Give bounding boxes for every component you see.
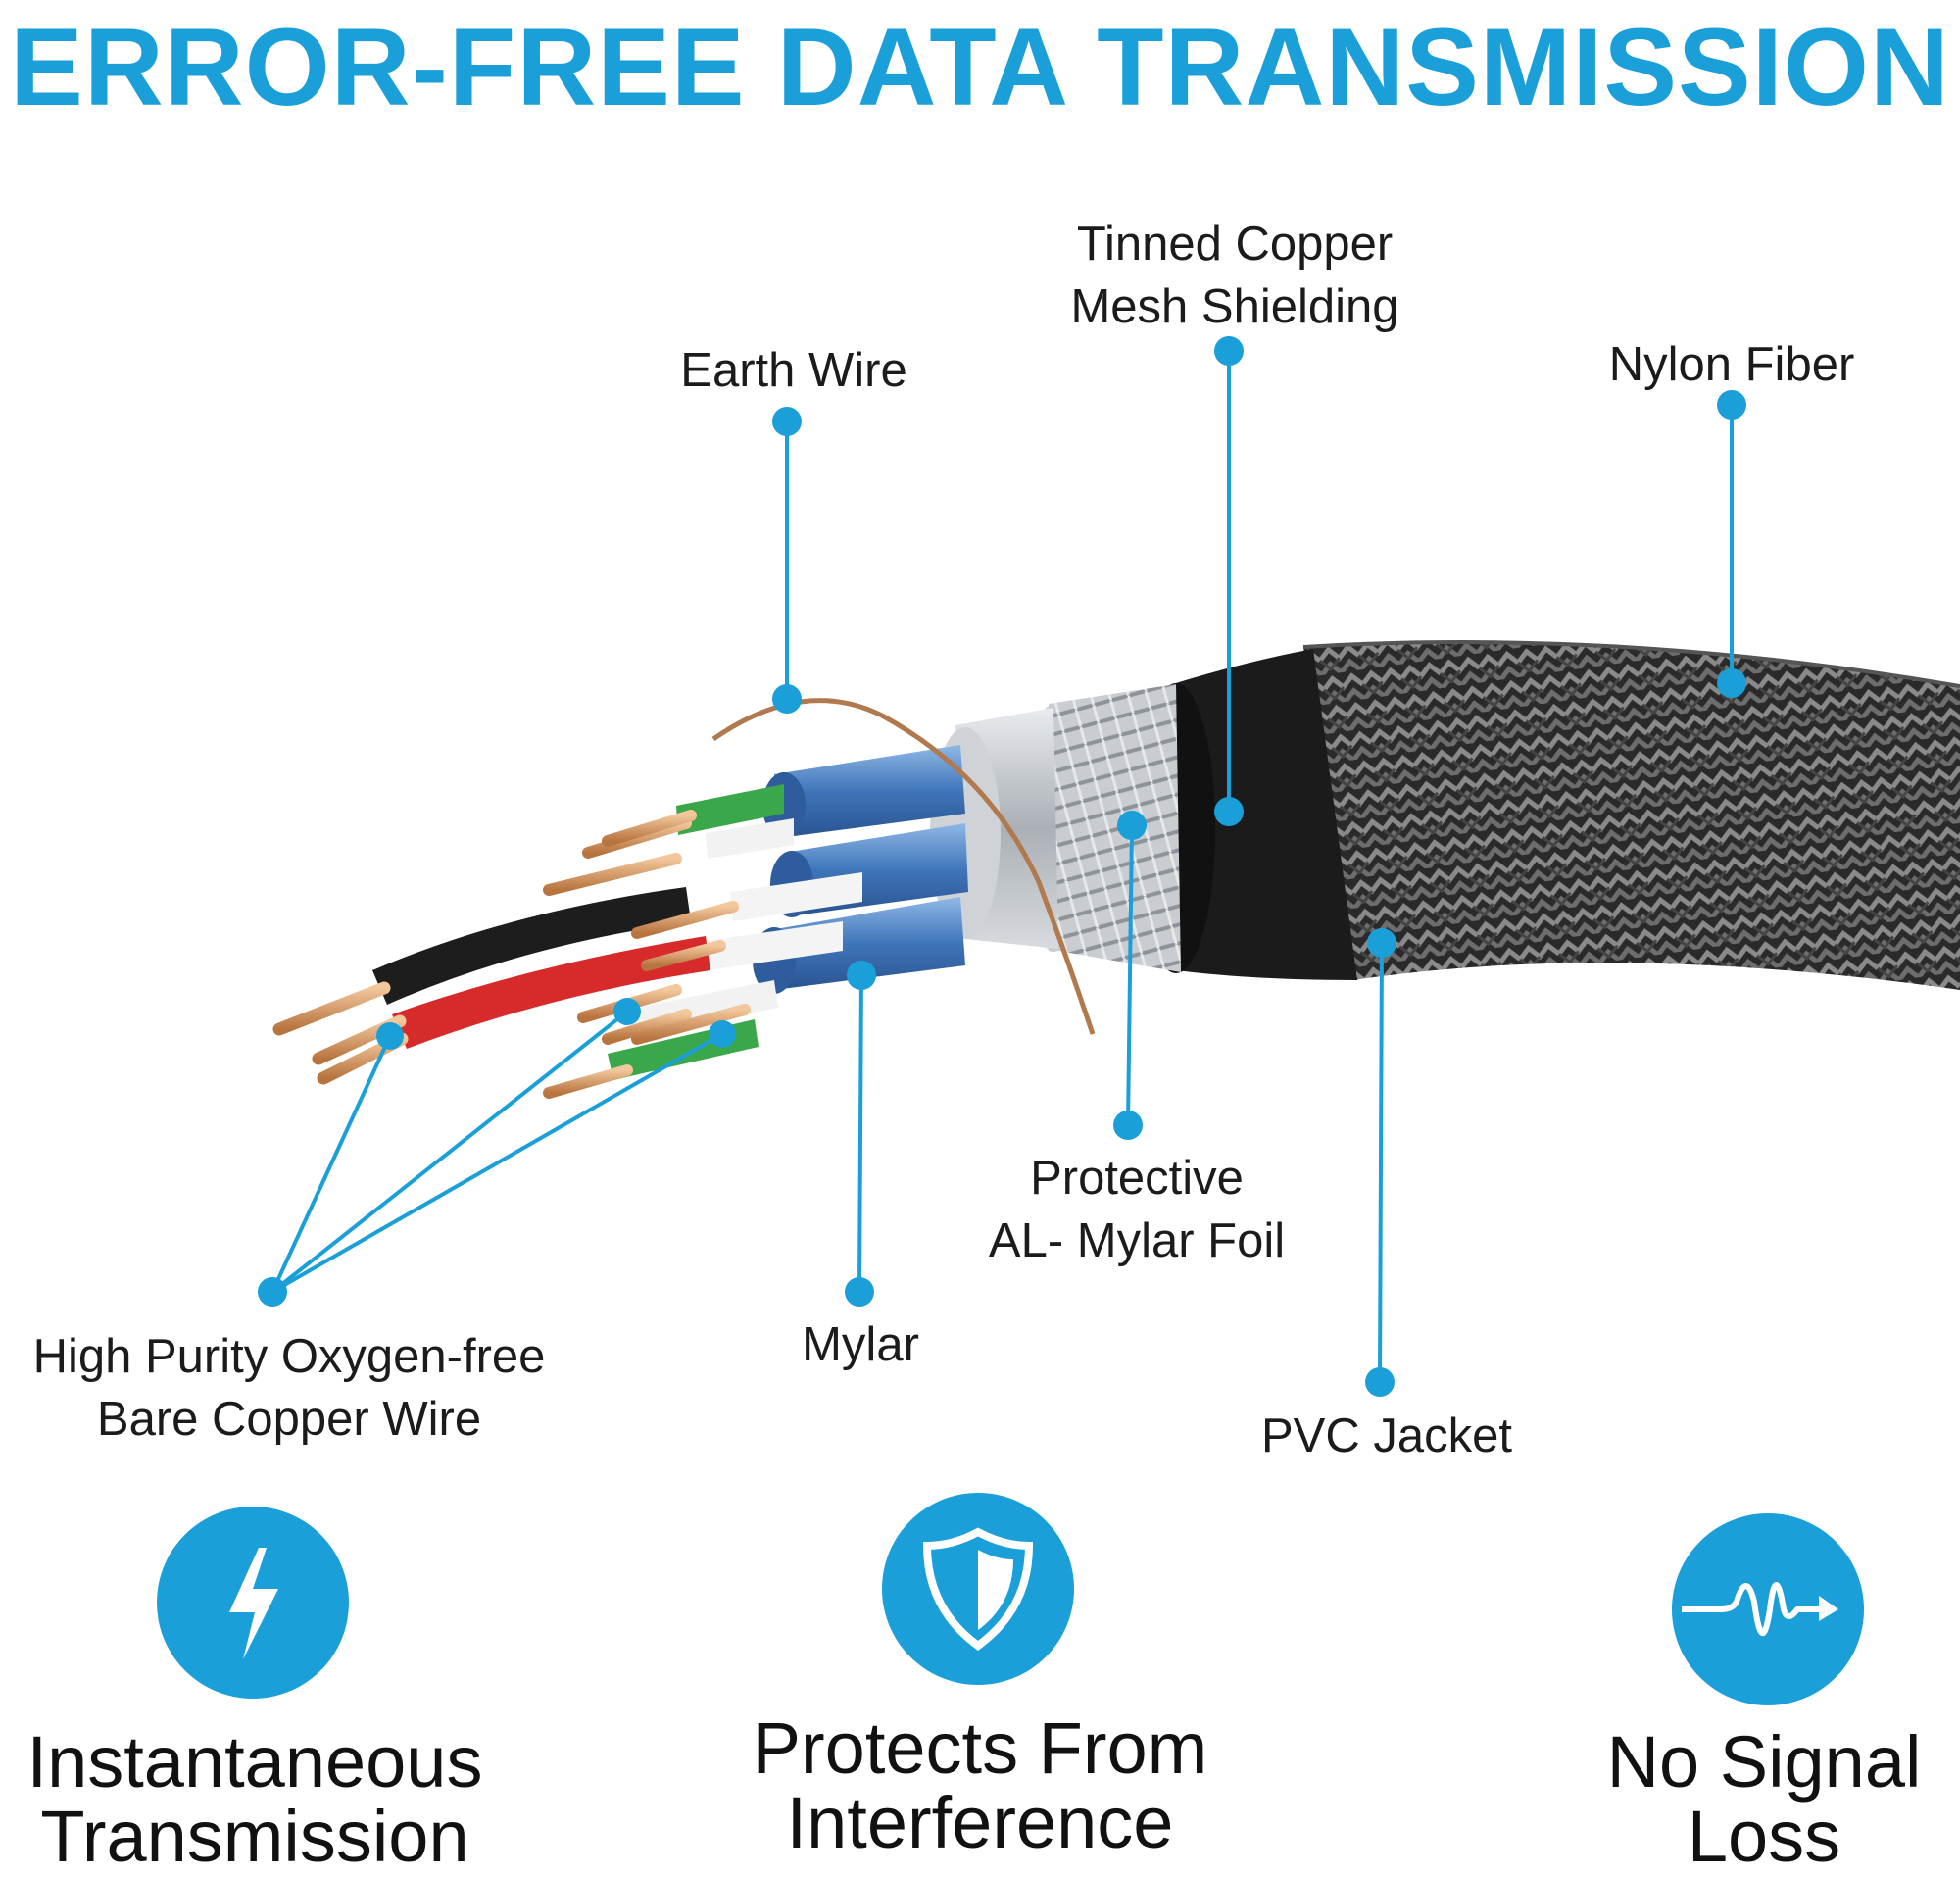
lightning-bolt-icon xyxy=(157,1507,349,1699)
page-title: ERROR-FREE DATA TRANSMISSION xyxy=(10,6,1950,128)
pvc-jacket xyxy=(1166,649,1357,980)
signal-wave-icon xyxy=(1672,1513,1864,1705)
earth-wire xyxy=(711,698,1096,1035)
copper-wire-label: High Purity Oxygen-free Bare Copper Wire xyxy=(32,1330,546,1446)
mylar-label: Mylar xyxy=(802,1318,919,1371)
tinned-copper-label: Tinned Copper Mesh Shielding xyxy=(1070,218,1399,333)
earth-wire-label: Earth Wire xyxy=(680,344,907,397)
wire-pair-white xyxy=(706,872,862,970)
nylon-braid-sleeve xyxy=(1303,642,1960,990)
wire-black-red xyxy=(372,887,710,1049)
wire-pair-green xyxy=(676,784,794,859)
callout-dots xyxy=(258,336,1746,1397)
feature-instant-transmission: Instantaneous Transmission xyxy=(26,1721,483,1877)
feature-no-signal-loss: No Signal Loss xyxy=(1606,1721,1922,1877)
tinned-copper-mesh xyxy=(1049,684,1181,972)
pvc-jacket-label: PVC Jacket xyxy=(1261,1409,1512,1462)
shield-icon xyxy=(882,1493,1074,1685)
protective-foil-label: Protective AL- Mylar Foil xyxy=(988,1152,1286,1267)
feature-protects-interference: Protects From Interference xyxy=(752,1707,1208,1863)
nylon-fiber-label: Nylon Fiber xyxy=(1608,338,1855,391)
callout-lines xyxy=(270,351,1734,1383)
cable-illustration xyxy=(258,336,1960,1397)
